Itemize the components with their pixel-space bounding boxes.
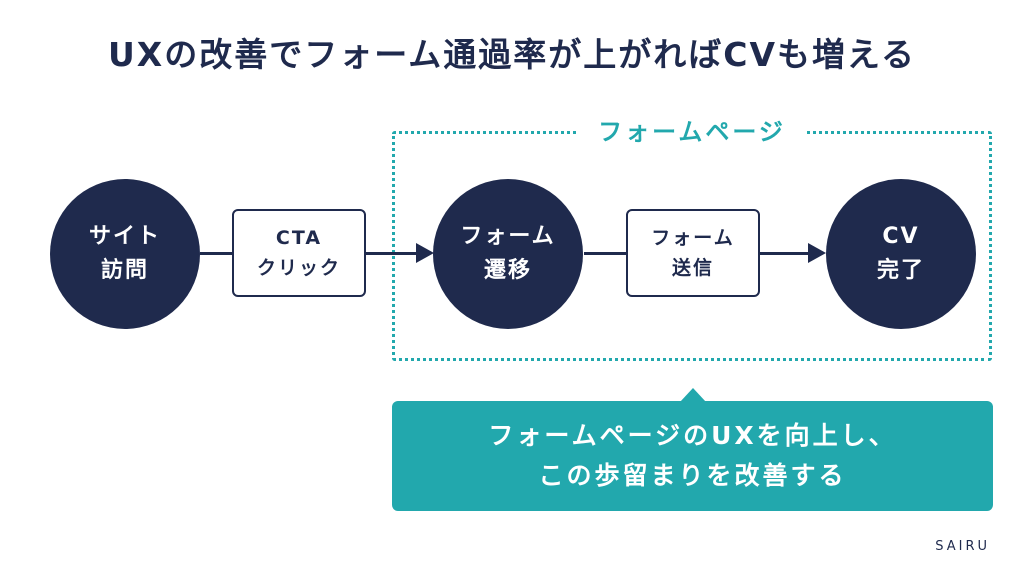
connector-cta-to-form <box>366 252 418 255</box>
callout-box: フォームページのUXを向上し、 この歩留まりを改善する <box>392 401 993 511</box>
diagram-title: UXの改善でフォーム通過率が上がればCVも増える <box>107 35 917 74</box>
arrowhead-submit-to-cv <box>808 243 826 263</box>
connector-visit-to-cta <box>200 252 234 255</box>
node-cta-click-line2: クリック <box>256 257 341 279</box>
node-cta-click-line1: CTA <box>275 227 323 249</box>
node-cv-complete-line2: 完了 <box>876 258 925 283</box>
node-form-submit: フォーム 送信 <box>626 209 760 297</box>
node-form-transition: フォーム 遷移 <box>433 179 583 329</box>
brand-logo: SAIRU <box>935 539 990 554</box>
connector-form-to-submit <box>584 252 628 255</box>
callout-line2: この歩留まりを改善する <box>538 461 847 490</box>
node-form-transition-line1: フォーム <box>460 224 556 249</box>
node-form-transition-line2: 遷移 <box>483 258 532 283</box>
arrowhead-cta-to-form <box>416 243 434 263</box>
callout-line1: フォームページのUXを向上し、 <box>488 421 897 450</box>
node-form-submit-line1: フォーム <box>651 227 735 249</box>
node-cv-complete-line1: CV <box>882 224 920 249</box>
node-form-submit-line2: 送信 <box>671 257 714 279</box>
node-site-visit-line1: サイト <box>88 224 161 249</box>
form-page-frame-label: フォームページ <box>578 117 806 147</box>
node-site-visit-line2: 訪問 <box>100 258 149 283</box>
connector-submit-to-cv <box>760 252 810 255</box>
node-cta-click: CTA クリック <box>232 209 366 297</box>
callout-pointer <box>680 388 706 402</box>
node-site-visit: サイト 訪問 <box>50 179 200 329</box>
node-cv-complete: CV 完了 <box>826 179 976 329</box>
